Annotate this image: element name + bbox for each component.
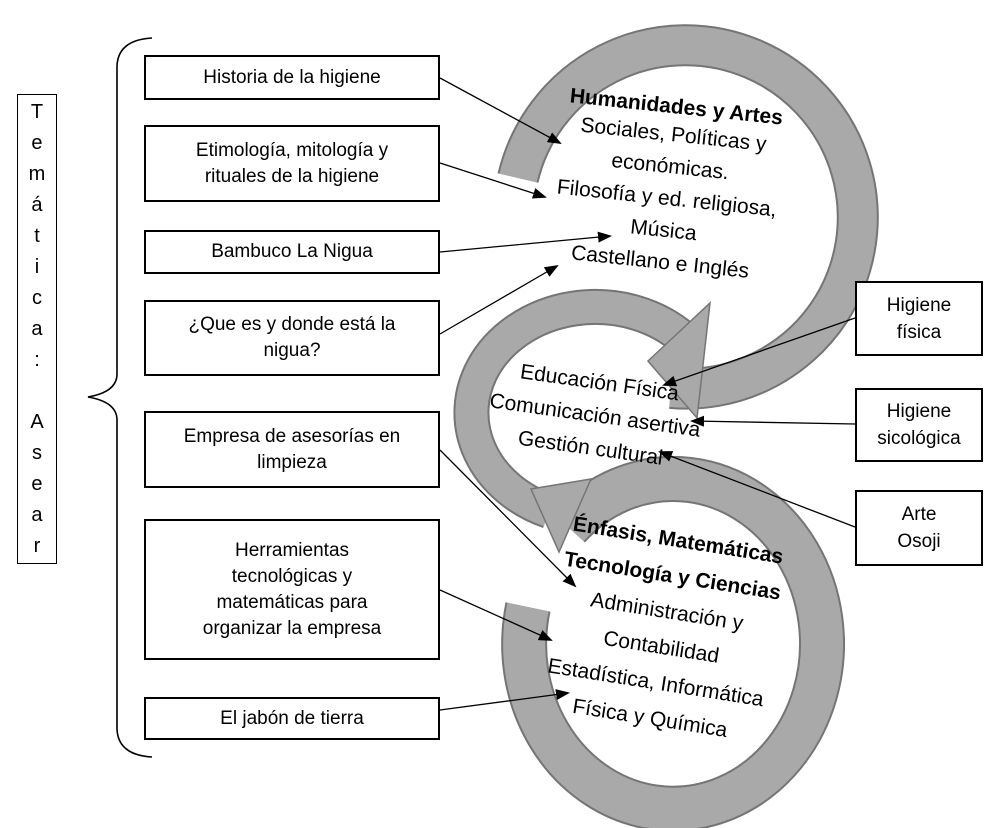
topic-box-higiene-sicologica: Higiene sicológica <box>855 388 983 462</box>
topic-box-historia: Historia de la higiene <box>144 55 440 100</box>
ring-top-arrowhead-icon <box>646 301 711 420</box>
connector-herramientas <box>439 589 553 641</box>
topic-box-etimologia: Etimología, mitología y rituales de la h… <box>144 125 440 202</box>
ring-middle-arc <box>455 290 694 527</box>
brace <box>87 37 153 758</box>
ring-top-arc <box>499 26 877 408</box>
connector-historia <box>439 77 562 144</box>
theme-box: T e m á t i c a : A s e a r <box>17 94 57 564</box>
topic-box-jabon: El jabón de tierra <box>144 697 440 740</box>
connector-bambuco <box>439 231 612 253</box>
connector-empresa <box>439 449 577 588</box>
topic-box-higiene-fisica: Higiene física <box>855 281 983 356</box>
connector-nigua <box>439 264 559 335</box>
topic-box-arte-osoji: Arte Osoji <box>855 490 983 566</box>
connector-higiene-sicologica <box>690 415 856 427</box>
topic-box-bambuco: Bambuco La Nigua <box>144 230 440 274</box>
connector-etimologia <box>439 162 547 199</box>
connector-arte-osoji <box>658 451 856 528</box>
theme-label: T e m á t i c a : A s e a r <box>28 100 46 557</box>
topic-box-herramientas: Herramientas tecnológicas y matemáticas … <box>144 519 440 660</box>
ring-middle-arrowhead-icon <box>529 478 593 554</box>
topic-box-empresa: Empresa de asesorías en limpieza <box>144 411 440 488</box>
connector-higiene-fisica <box>662 317 856 387</box>
connector-jabon <box>439 689 570 711</box>
ring-bottom-arc <box>503 458 843 828</box>
ring-top-text: Humanidades y Artes Sociales, Políticas … <box>499 79 836 295</box>
connector-lines <box>439 77 856 711</box>
topic-box-nigua: ¿Que es y donde está la nigua? <box>144 300 440 376</box>
